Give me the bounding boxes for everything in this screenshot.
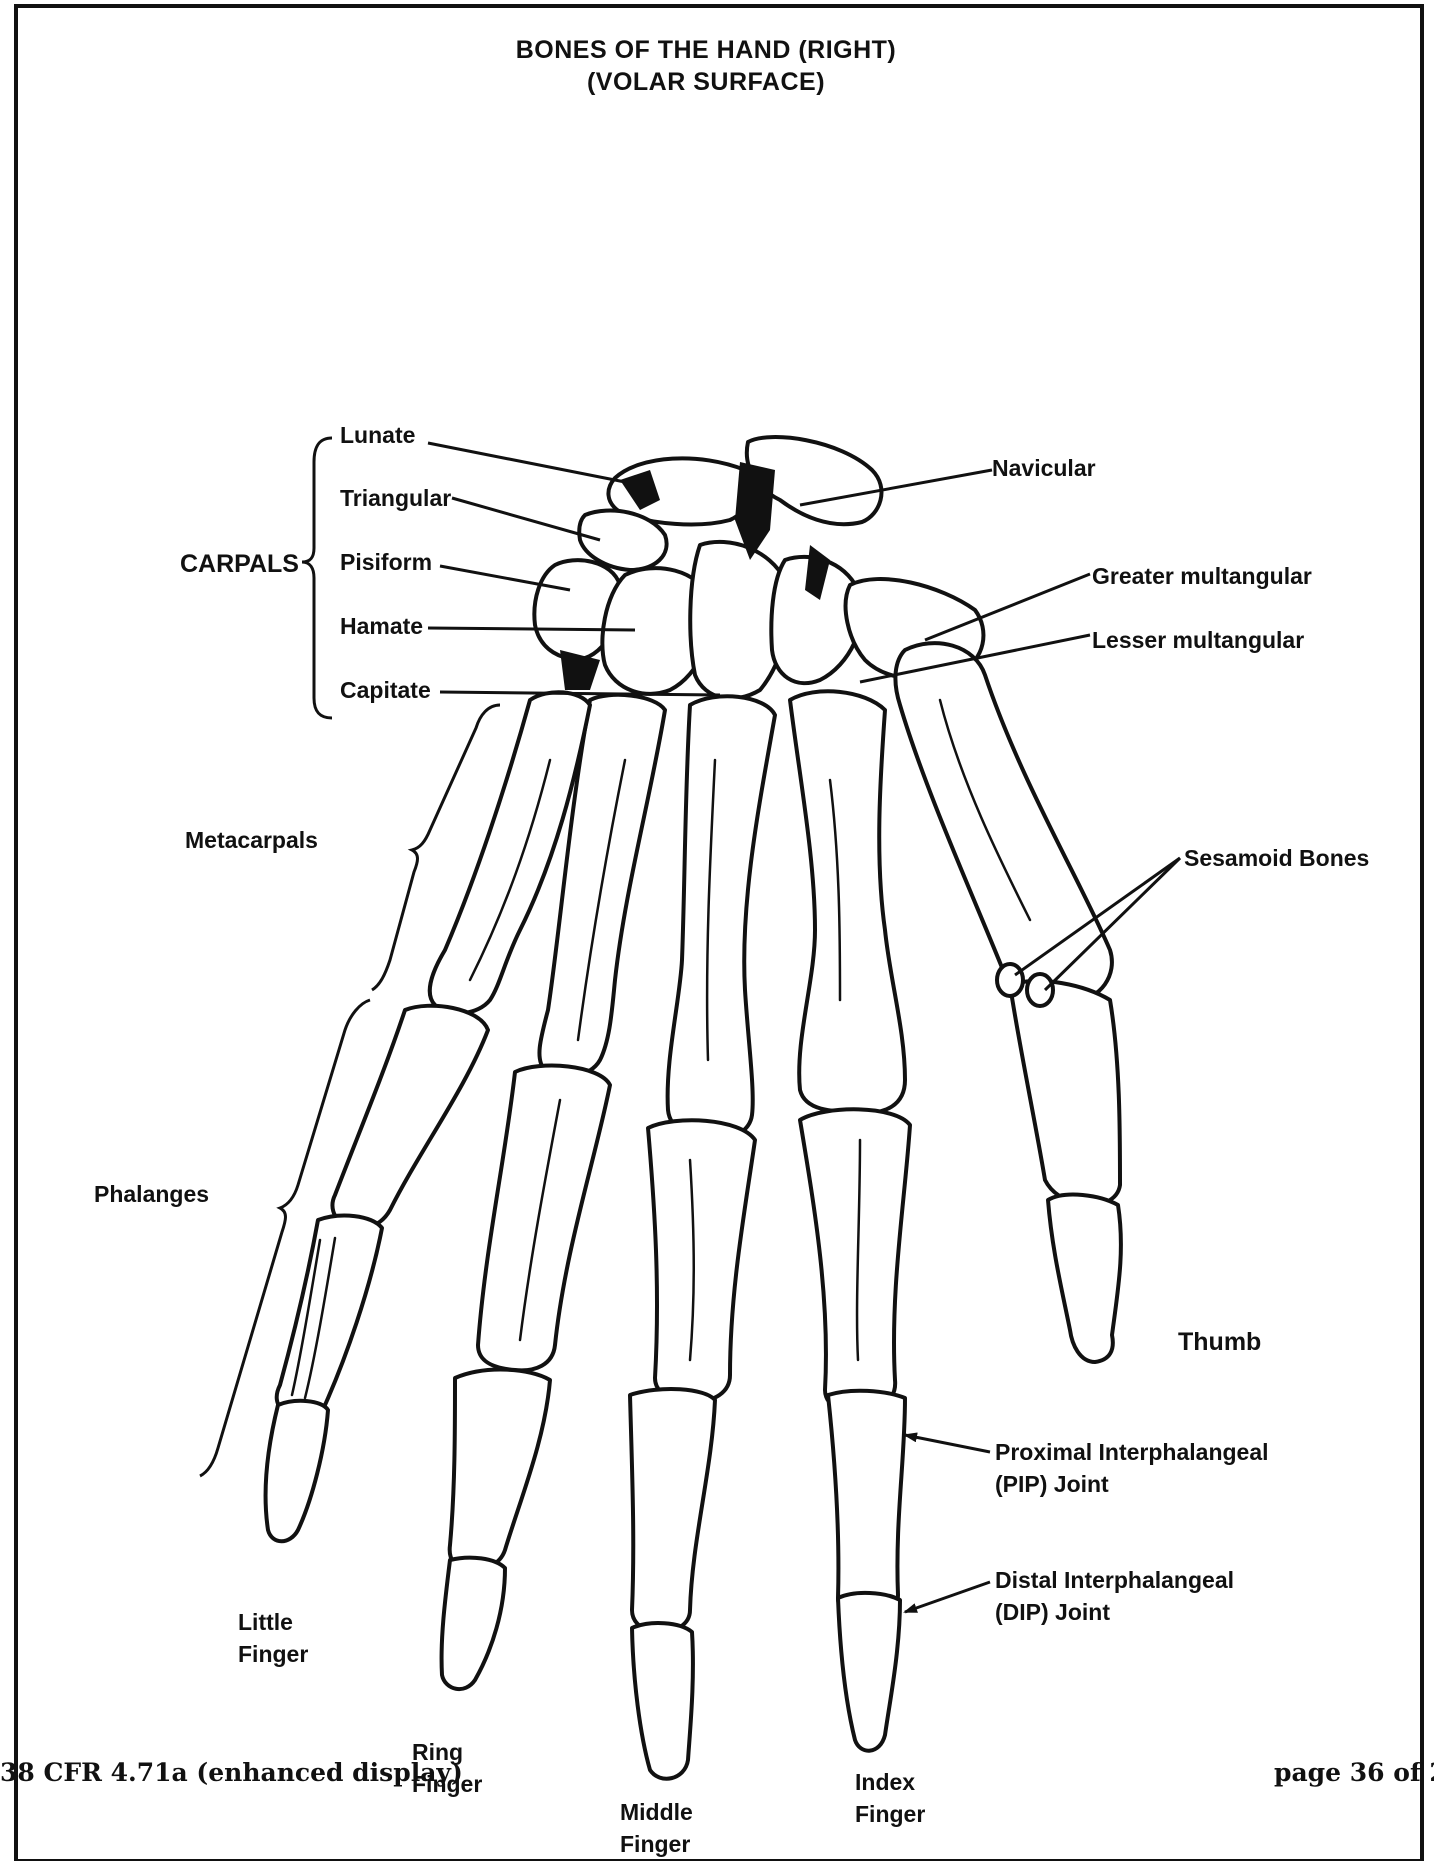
label-lunate: Lunate [340, 422, 415, 448]
label-dip-joint-line2: (DIP) Joint [995, 1599, 1110, 1625]
middle-distal-phalanx [632, 1623, 693, 1779]
ring-middle-phalanx [450, 1370, 550, 1570]
figure-subtitle: (VOLAR SURFACE) [587, 68, 825, 96]
label-metacarpals: Metacarpals [185, 827, 318, 853]
thumb-distal-phalanx [1048, 1195, 1121, 1362]
middle-finger-bones [630, 696, 775, 1778]
thumb-proximal-phalanx [1010, 981, 1120, 1206]
index-middle-phalanx [828, 1391, 905, 1618]
index-distal-phalanx [838, 1593, 900, 1751]
label-middle-finger-line2: Finger [620, 1831, 690, 1857]
ring-proximal-phalanx [478, 1066, 610, 1371]
figure-title: BONES OF THE HAND (RIGHT) [516, 36, 897, 64]
footer-citation: 38 CFR 4.71a (enhanced display) [0, 1758, 463, 1787]
little-proximal-phalanx [332, 1006, 488, 1229]
label-triangular: Triangular [340, 485, 451, 511]
label-thumb: Thumb [1178, 1328, 1261, 1356]
label-pip-joint-line2: (PIP) Joint [995, 1471, 1109, 1497]
label-hamate: Hamate [340, 613, 423, 639]
ring-distal-phalanx [442, 1558, 505, 1689]
middle-middle-phalanx [630, 1389, 715, 1632]
index-proximal-phalanx [800, 1109, 910, 1412]
label-pip-joint-line1: Proximal Interphalangeal [995, 1439, 1269, 1465]
label-greater-multangular: Greater multangular [1092, 563, 1312, 589]
label-index-finger-line1: Index [855, 1769, 915, 1795]
label-carpals: CARPALS [180, 550, 299, 578]
index-finger-bones [790, 691, 910, 1750]
thumb-metacarpal [895, 643, 1111, 1000]
label-little-finger-line1: Little [238, 1609, 293, 1635]
label-middle-finger-line1: Middle [620, 1799, 693, 1825]
thumb-bones [895, 643, 1121, 1362]
little-middle-phalanx [277, 1216, 382, 1417]
label-index-finger-line2: Finger [855, 1801, 925, 1827]
carpals-brace [302, 438, 332, 718]
label-navicular: Navicular [992, 455, 1096, 481]
little-distal-phalanx [266, 1401, 328, 1541]
label-dip-joint-line1: Distal Interphalangeal [995, 1567, 1234, 1593]
label-capitate: Capitate [340, 677, 431, 703]
middle-metacarpal [668, 696, 775, 1140]
label-pisiform: Pisiform [340, 549, 432, 575]
index-metacarpal [790, 691, 905, 1112]
label-little-finger-line2: Finger [238, 1641, 308, 1667]
label-sesamoid-bones: Sesamoid Bones [1184, 845, 1369, 871]
footer-page-number: page 36 of 22 [1274, 1758, 1434, 1787]
label-lesser-multangular: Lesser multangular [1092, 627, 1304, 653]
label-phalanges: Phalanges [94, 1181, 209, 1207]
middle-proximal-phalanx [648, 1120, 755, 1402]
